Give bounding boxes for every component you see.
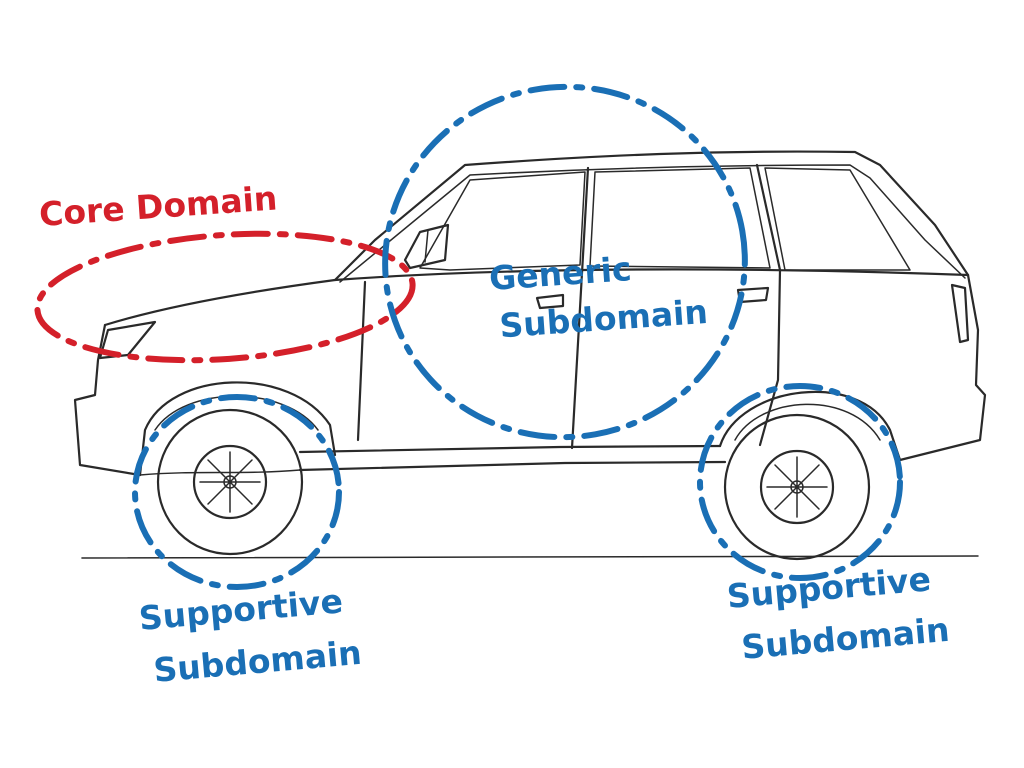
door-rear [755,163,782,447]
side-mirror [403,223,450,270]
rear-wheel [723,413,871,561]
ground-line [81,555,979,559]
door-handle-front [535,293,565,310]
supportive-subdomain-right-outline [697,383,903,581]
car-sill [298,444,722,454]
car-hood [103,268,970,327]
front-wheel [156,408,304,556]
supportive-subdomain-left-label: Supportive Subdomain [137,580,363,691]
generic-subdomain-label: Generic Subdomain [488,244,709,346]
core-domain-label: Core Domain [38,178,279,234]
generic-subdomain-outline [382,83,748,441]
car-roof [333,150,970,282]
door-front [356,280,367,442]
car-sketch [73,150,987,477]
car-front [73,323,142,477]
core-domain-outline [34,230,416,364]
car-rear [898,273,987,462]
supportive-subdomain-left-outline [132,394,342,590]
supportive-subdomain-right-label: Supportive Subdomain [725,558,951,668]
